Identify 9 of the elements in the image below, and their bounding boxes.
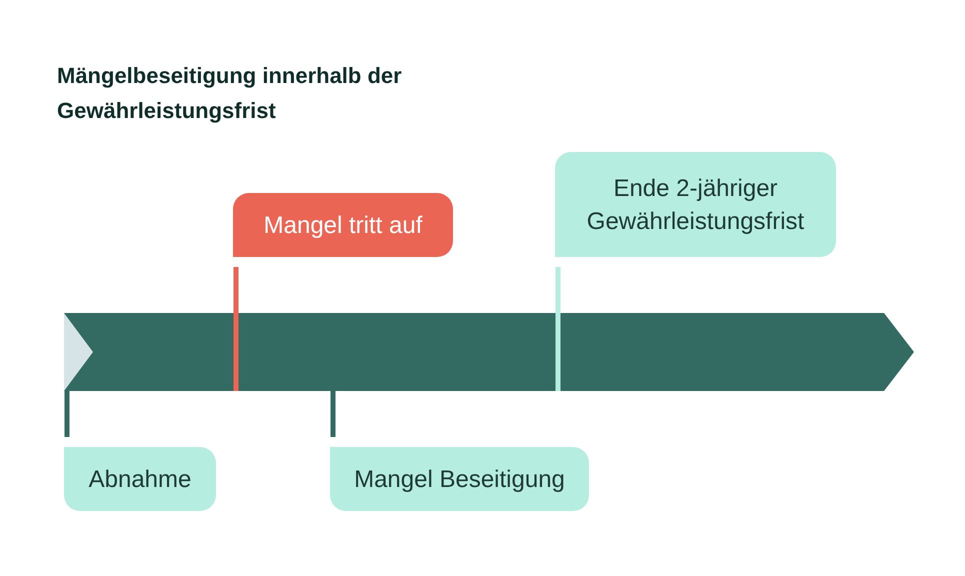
label-box: Mangel Beseitigung (330, 447, 589, 511)
diagram-title: Mängelbeseitigung innerhalb der Gewährleistungsfrist (57, 62, 403, 125)
leader-line (234, 267, 238, 391)
leader-line (556, 267, 560, 391)
label-box: Abnahme (64, 447, 216, 511)
label-box: Ende 2-jähriger Gewährleistungsfrist (555, 152, 836, 257)
leader-line (330, 391, 336, 437)
label-box: Mangel tritt auf (233, 193, 453, 257)
leader-line (64, 391, 70, 437)
